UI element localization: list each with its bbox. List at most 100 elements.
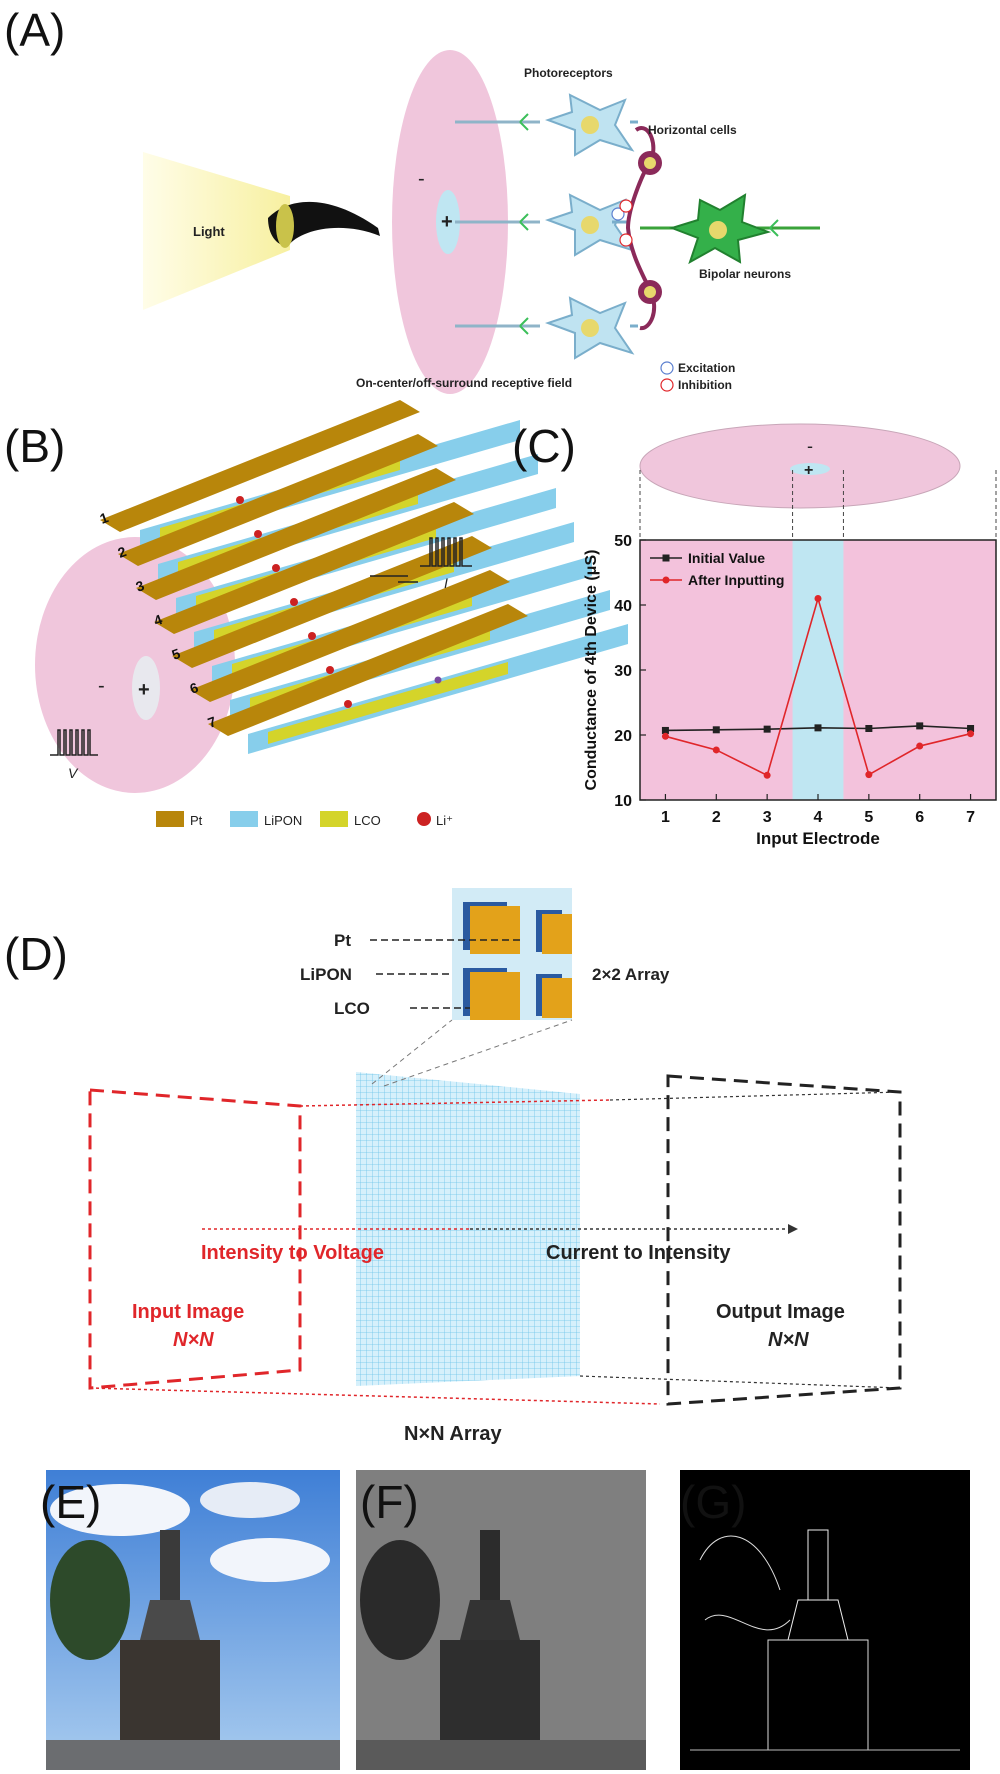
pt-electrode-stripe xyxy=(154,502,474,634)
zoom-line-left xyxy=(371,1019,453,1085)
data-point xyxy=(763,771,771,779)
data-point xyxy=(661,726,669,734)
data-point xyxy=(967,730,975,738)
voltage-pulse-icon xyxy=(50,729,98,756)
li-ion-dot xyxy=(434,676,442,684)
output-image-label: Output Image xyxy=(716,1301,845,1323)
zoom-line-right xyxy=(383,1019,573,1087)
y-tick-label: 20 xyxy=(614,728,632,745)
photo-original xyxy=(46,1470,340,1770)
legend-label: After Inputting xyxy=(688,572,784,588)
x-tick-label: 5 xyxy=(864,809,873,826)
bipolar-neuron xyxy=(640,193,820,265)
horizontal-cells-label: Horizontal cells xyxy=(648,123,737,137)
output-minus: - xyxy=(807,436,813,456)
surround-minus: - xyxy=(418,168,425,190)
li-ion-dot xyxy=(326,666,334,674)
current-pulse-icon xyxy=(420,537,472,567)
highlight-band xyxy=(792,540,844,800)
li-ion-dot xyxy=(254,530,262,538)
light-cone xyxy=(143,152,290,310)
x-tick-label: 3 xyxy=(763,809,772,826)
output-image-frame xyxy=(666,1074,902,1406)
x-tick-label: 4 xyxy=(814,809,823,826)
nxn-array-label: N×N Array xyxy=(404,1423,503,1445)
bipolar-neurons-label: Bipolar neurons xyxy=(699,267,791,281)
eye-icon xyxy=(268,201,380,246)
receptive-field-label: On-center/off-surround receptive field xyxy=(356,376,572,390)
panel-label-f: (F) xyxy=(360,1476,419,1528)
horizontal-cells xyxy=(611,126,662,331)
panel-label-g: (G) xyxy=(680,1476,746,1528)
data-point xyxy=(967,725,975,732)
eye-lens xyxy=(276,204,294,248)
output-nxn-label: N×N xyxy=(768,1329,809,1351)
input-to-array-bottom xyxy=(89,1387,661,1405)
x-axis-label: Input Electrode xyxy=(756,829,880,848)
v-label: V xyxy=(68,765,79,781)
excitation-icon xyxy=(660,361,674,375)
panel-label-c: (C) xyxy=(512,420,576,472)
data-point xyxy=(814,595,822,602)
data-point xyxy=(865,771,873,779)
legend-marker xyxy=(662,554,670,562)
inhibition-icon xyxy=(660,378,674,392)
legend-swatch-lipon xyxy=(230,811,258,827)
photo-grayscale xyxy=(356,1470,646,1770)
li-ion-dot xyxy=(344,700,352,708)
current-to-intensity-label: Current to Intensity xyxy=(546,1242,731,1264)
input-field-center xyxy=(132,656,160,720)
panel-label-b: (B) xyxy=(4,420,65,472)
legend-label-lipon: LiPON xyxy=(264,813,302,828)
legend-label-li: Li⁺ xyxy=(436,813,453,828)
current-arrowhead xyxy=(788,1224,798,1234)
input-minus: - xyxy=(98,675,105,697)
input-nxn-label: N×N xyxy=(173,1329,214,1351)
lipon-label: LiPON xyxy=(300,965,352,984)
array-to-output-bottom xyxy=(579,1375,901,1389)
data-point xyxy=(814,724,822,732)
y-tick-label: 40 xyxy=(614,598,632,615)
li-ion-dot xyxy=(308,632,316,640)
i-label: I xyxy=(444,575,448,591)
array-2x2-label: 2×2 Array xyxy=(592,965,670,984)
y-axis-label: Conductance of 4th Device (μS) xyxy=(583,550,600,791)
pt-electrode-stripe xyxy=(190,570,510,702)
li-ion-dot xyxy=(236,496,244,504)
input-to-array-top xyxy=(299,1099,611,1107)
pt-label: Pt xyxy=(334,931,351,950)
pt-electrode-stripe xyxy=(208,604,528,736)
light-label: Light xyxy=(193,224,225,239)
center-plus: + xyxy=(441,211,453,233)
li-ion-dot xyxy=(290,598,298,606)
pt-electrode-stripe xyxy=(136,468,456,600)
data-point xyxy=(865,725,873,732)
input-image-frame xyxy=(88,1088,302,1390)
data-point xyxy=(712,746,720,754)
legend-label-pt: Pt xyxy=(190,813,203,828)
input-plus: + xyxy=(138,679,150,701)
lco-stripe xyxy=(268,662,508,744)
x-tick-label: 6 xyxy=(915,809,924,826)
x-tick-label: 1 xyxy=(661,809,670,826)
output-field-center xyxy=(790,463,830,475)
pt-electrode-stripe xyxy=(100,400,420,532)
array-to-output-top xyxy=(609,1091,901,1101)
photoreceptors-label: Photoreceptors xyxy=(524,66,613,80)
x-tick-label: 7 xyxy=(966,809,975,826)
lco-label: LCO xyxy=(334,999,370,1018)
input-image-label: Input Image xyxy=(132,1301,244,1323)
data-point xyxy=(712,726,720,734)
data-point xyxy=(916,722,924,730)
material-legend: Pt LiPON LCO Li⁺ xyxy=(156,811,453,828)
y-tick-label: 10 xyxy=(614,793,632,810)
y-tick-label: 30 xyxy=(614,663,632,680)
legend-swatch-li xyxy=(417,812,431,826)
pt-electrode-stripe xyxy=(172,536,492,668)
legend-swatch-lco xyxy=(320,811,348,827)
receptive-field-center xyxy=(436,190,460,254)
inhibition-label: Inhibition xyxy=(678,378,732,392)
excitation-label: Excitation xyxy=(678,361,735,375)
